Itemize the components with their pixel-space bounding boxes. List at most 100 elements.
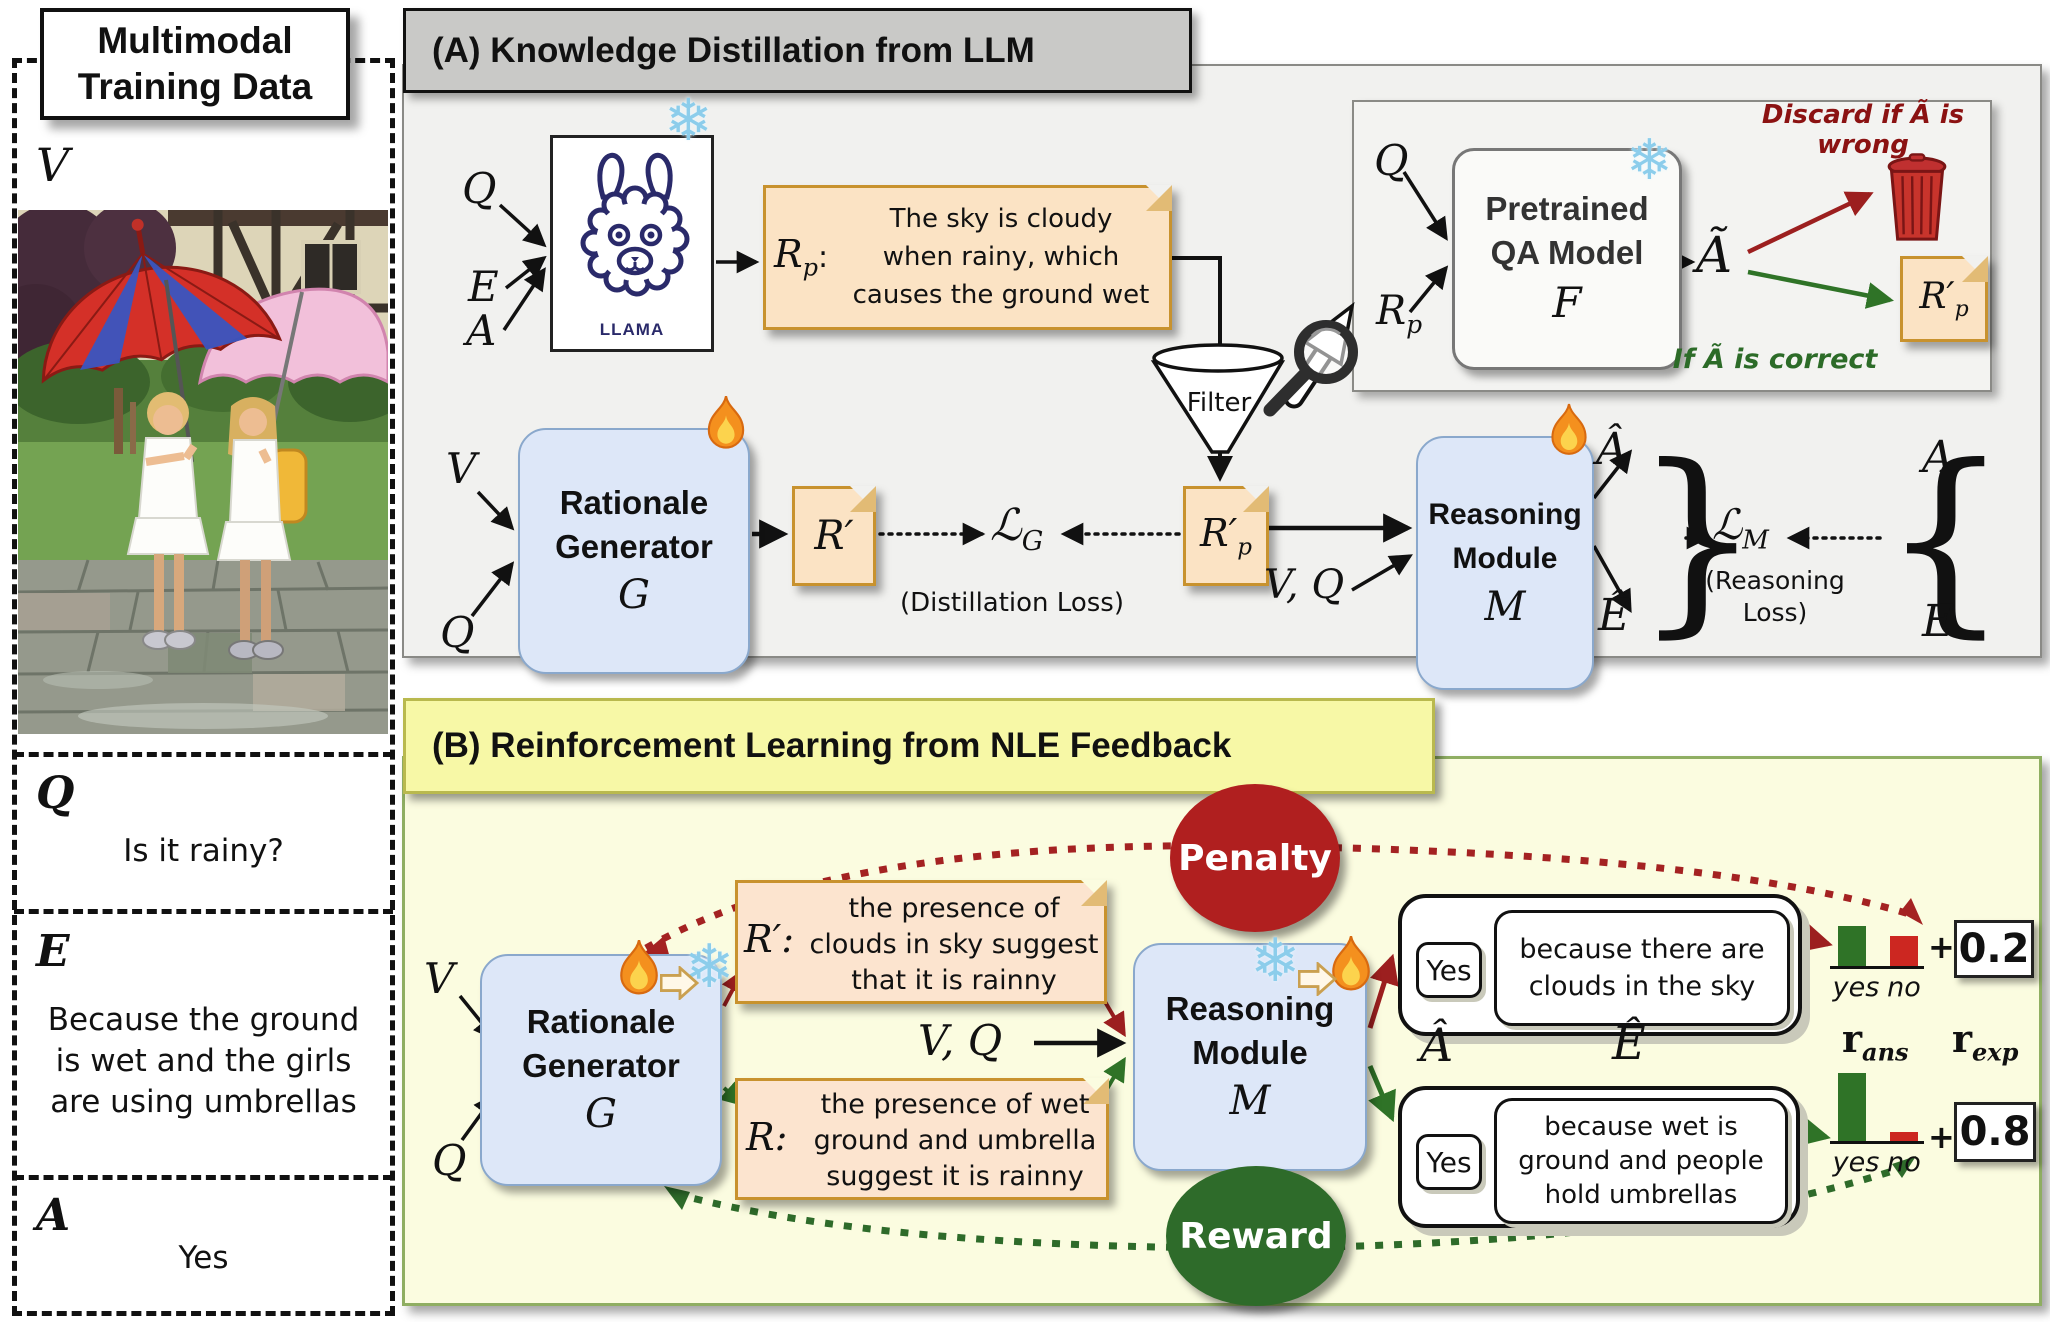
arrow-rprimenote-to-module-b xyxy=(1102,998,1126,1038)
v-label-b: V xyxy=(424,954,455,1003)
fire-icon-generator-b xyxy=(612,938,666,1005)
lg-sub: G xyxy=(1021,525,1044,557)
explanation-box-2: because wet is ground and people hold um… xyxy=(1494,1098,1788,1224)
lg-script-l: ℒ xyxy=(990,500,1022,551)
module-line2-b: Module xyxy=(1192,1034,1308,1071)
rans-sub: ans xyxy=(1862,1037,1909,1067)
arrow-e-to-llama xyxy=(504,255,547,290)
llama-label: LLAMA xyxy=(599,320,665,339)
r-prime-label-b: R′: xyxy=(744,917,795,961)
training-image-svg xyxy=(0,202,412,734)
fire-icon-module-b xyxy=(1324,934,1378,1001)
distillation-loss-symbol: ℒG xyxy=(990,500,1043,557)
filter-funnel-icon xyxy=(1150,343,1286,454)
explanation-1-line1: because there are xyxy=(1519,934,1765,965)
explanation-2-line1: because wet is xyxy=(1544,1112,1738,1142)
q-label-b: Q xyxy=(432,1136,467,1185)
rexp-sub: exp xyxy=(1972,1037,2019,1067)
vq-label-a: V, Q xyxy=(1264,562,1345,608)
reasoning-loss-caption1: (Reasoning xyxy=(1705,566,1845,595)
module-m-a: M xyxy=(1484,584,1526,630)
groundtruth-brace: { xyxy=(1882,423,2010,656)
e-text: Because the ground is wet and the girls … xyxy=(16,1000,391,1123)
fire-icon-module-a xyxy=(1544,402,1594,465)
module-line1-a: Reasoning xyxy=(1428,498,1582,531)
penalty-label: Penalty xyxy=(1178,837,1332,879)
arrow-module-to-ehat xyxy=(1592,545,1632,613)
chart2-baseline xyxy=(1830,1141,1924,1144)
girl-right xyxy=(216,397,308,660)
note3-sub: p xyxy=(1954,297,1969,323)
divider-e xyxy=(14,909,393,914)
e-text-line3: are using umbrellas xyxy=(50,1084,357,1120)
arrow-moduleb-to-result2 xyxy=(1367,1065,1396,1123)
arrow-a-to-llama xyxy=(502,267,546,331)
unfreeze-transition-arrow-icon xyxy=(1297,960,1338,1001)
rp-colon: : xyxy=(818,240,829,275)
groundtruth-e: E xyxy=(1922,596,1955,647)
distillation-loss-caption: (Distillation Loss) xyxy=(900,588,1124,618)
note-fold-icon xyxy=(1243,486,1269,512)
panel-a-arrows xyxy=(470,171,1696,618)
answer-chart-penalty xyxy=(1838,894,1918,966)
arrow-module-to-ahat xyxy=(1592,449,1633,500)
r-note-b: R: the presence of wet ground and umbrel… xyxy=(735,1078,1109,1200)
answer-2: Yes xyxy=(1426,1145,1472,1179)
rp-prime-note-a: R′p xyxy=(1183,486,1269,586)
module-line2-a: Module xyxy=(1452,542,1558,575)
e-hat-label-b: Ê xyxy=(1612,1016,1646,1070)
panel-a-header: (A) Knowledge Distillation from LLM xyxy=(403,8,1192,93)
arrow-result1-to-chart1 xyxy=(1796,920,1833,953)
panel-a-dotted-arrows xyxy=(878,522,1882,550)
r-prime-a: R′ xyxy=(814,513,854,559)
reward-value-2: 0.8 xyxy=(1959,1109,2031,1155)
r-prime-note-a: R′ xyxy=(792,486,876,586)
arrow-atilde-to-note3 xyxy=(1747,269,1894,309)
pretrained-qa-model-box: Pretrained QA Model F xyxy=(1452,148,1682,370)
connector-note1-to-filter xyxy=(1172,256,1222,344)
girl-left xyxy=(126,392,210,650)
explanation-2-line2: ground and people xyxy=(1518,1146,1764,1176)
chart2-yes-bar xyxy=(1838,1073,1866,1141)
divider-q xyxy=(14,752,393,757)
rationale-generator-box-a: Rationale Generator G xyxy=(518,428,750,674)
training-data-title: Multimodal Training Data xyxy=(40,8,350,120)
r-prime-note-b: R′: the presence of clouds in sky sugges… xyxy=(735,880,1107,1004)
arrow-q-to-generator xyxy=(470,561,515,618)
chart1-yes-bar xyxy=(1838,926,1866,966)
discard-text: Discard if Ã is wrong xyxy=(1761,100,1965,160)
chart1-no-label: no xyxy=(1887,972,1921,1003)
r-prime-line2: clouds in sky suggest xyxy=(809,929,1099,960)
r-prime-line3: that it is rainny xyxy=(851,965,1057,996)
chart1-plus: + xyxy=(1928,928,1955,966)
note1-line3: causes the ground wet xyxy=(852,280,1150,310)
arrow-result2-to-chart2 xyxy=(1794,1114,1831,1147)
panel-a-input-a: A xyxy=(466,306,497,355)
chart2-no-label: no xyxy=(1887,1147,1921,1178)
explanation-reward-symbol: rexp xyxy=(1952,1016,2018,1067)
rp-base: R xyxy=(774,232,803,276)
note2-base: R′ xyxy=(1200,511,1238,556)
r-prime-text-b: the presence of clouds in sky suggest th… xyxy=(804,891,1104,999)
freeze-transition-arrow-icon xyxy=(659,964,700,1005)
note3-base: R′ xyxy=(1919,276,1955,318)
red-umbrella xyxy=(41,218,283,384)
lm-sub: M xyxy=(1742,525,1769,556)
rp-prime-note-kept: R′p xyxy=(1900,256,1988,342)
a-tilde-label: Ã xyxy=(1696,226,1733,284)
explanation-2-line3: hold umbrellas xyxy=(1544,1180,1738,1210)
note1-line2: when rainy, which xyxy=(882,242,1120,272)
explanation-box-1: because there are clouds in the sky xyxy=(1494,910,1790,1026)
rexp-base: r xyxy=(1952,1016,1973,1061)
note-fold-icon xyxy=(1962,256,1988,282)
result-box-penalty: Yes because there are clouds in the sky xyxy=(1398,894,1802,1036)
reasoning-loss-symbol: ℒM xyxy=(1712,500,1769,555)
rans-base: r xyxy=(1842,1016,1863,1061)
a-label: A xyxy=(36,1190,71,1241)
e-label: E xyxy=(36,926,70,977)
arrow-vq-to-module xyxy=(1351,554,1413,592)
filter-label: Filter xyxy=(1186,388,1252,418)
explanation-reward-value-2: 0.8 xyxy=(1954,1102,2036,1162)
llama-model-box: LLAMA xyxy=(550,135,714,352)
